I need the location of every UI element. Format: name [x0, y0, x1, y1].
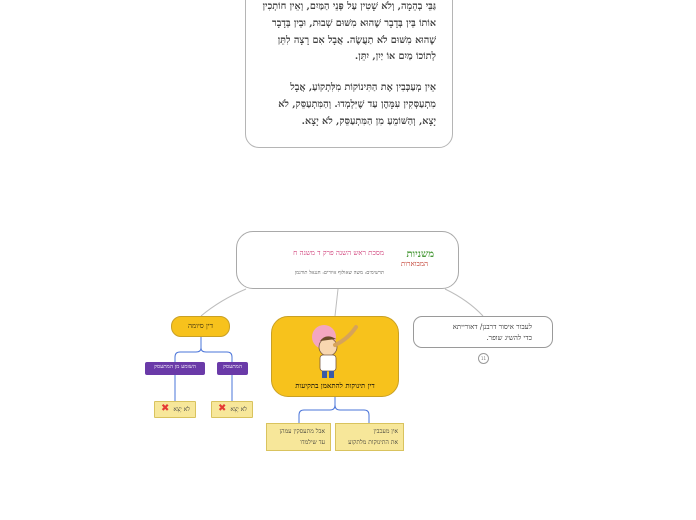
- subtopic-line-1: אבל מתעסקין עמהן: [279, 428, 325, 435]
- subtopic-mitasek-label: המתעסק: [223, 364, 242, 370]
- subtopic-line-1: אין מעכבין: [373, 428, 399, 435]
- subtopic-mitasek[interactable]: המתעסק: [217, 362, 248, 375]
- result-label: לא יָצָא: [230, 406, 247, 413]
- central-topic[interactable]: משניות המבוארות מסכת ראש השנה פרק ד משנה…: [236, 231, 459, 289]
- topic-children-shofar-label: דין תינוקות להתאמן בתקיעות: [295, 381, 375, 390]
- subtopic-no-preventing-children[interactable]: אין מעכבין את התינוקות מלתקוע: [335, 423, 404, 451]
- subtopic-line-2: את התינוקות מלתקוע: [348, 439, 398, 446]
- central-title: מסכת ראש השנה פרק ד משנה ח: [293, 249, 384, 257]
- child-with-shofar-illustration: [312, 325, 358, 378]
- result-not-fulfilled-listener[interactable]: ✖ לא יָצָא: [154, 401, 196, 418]
- mishnayot-logo: משניות המבוארות: [394, 249, 434, 271]
- subtopic-line-2: עד שילמדו: [300, 439, 325, 446]
- logo-text-main: משניות: [406, 249, 434, 260]
- mishna-paragraph-1: גַּבֵּי בְהֵמָה, וְלֹא שָׁטִין עַל פְּנֵ…: [262, 1, 436, 63]
- result-label: לא יָצָא: [173, 406, 190, 413]
- topic-children-shofar[interactable]: דין תינוקות להתאמן בתקיעות: [271, 316, 399, 397]
- mishna-text-card: גַּבֵּי בְהֵמָה, וְלֹא שָׁטִין עַל פְּנֵ…: [245, 0, 453, 148]
- cross-icon: ✖: [161, 403, 170, 414]
- topic-siyum-label: דין סיומה: [188, 322, 213, 330]
- side-topic-line-1: לעבור איסור דרבנן/ דאורייתא: [452, 323, 532, 331]
- subtopic-practice-with-children[interactable]: אבל מתעסקין עמהן עד שילמדו: [266, 423, 331, 451]
- subtopic-listener-label: השומע מן המתעסק: [154, 364, 196, 370]
- topic-siyum[interactable]: דין סיומה: [171, 316, 230, 337]
- logo-text-sub: המבוארות: [400, 260, 428, 268]
- side-topic-line-2: כדי להשיג שופר.: [486, 334, 532, 342]
- collapsed-children-counter[interactable]: 11: [478, 353, 489, 364]
- cross-icon: ✖: [218, 403, 227, 414]
- subtopic-listener-from-mitasek[interactable]: השומע מן המתעסק: [145, 362, 205, 375]
- central-credits: תרשימים: משה שאולוף איורים: חננאל תורגמן: [294, 270, 384, 276]
- mishna-paragraph-2: אֵין מְעַכְּבִין אֶת הַתִּינוֹקוֹת מִלִּ…: [278, 82, 436, 127]
- topic-transgression-for-shofar[interactable]: לעבור איסור דרבנן/ דאורייתא כדי להשיג שו…: [413, 316, 553, 348]
- result-not-fulfilled-mitasek[interactable]: ✖ לא יָצָא: [211, 401, 253, 418]
